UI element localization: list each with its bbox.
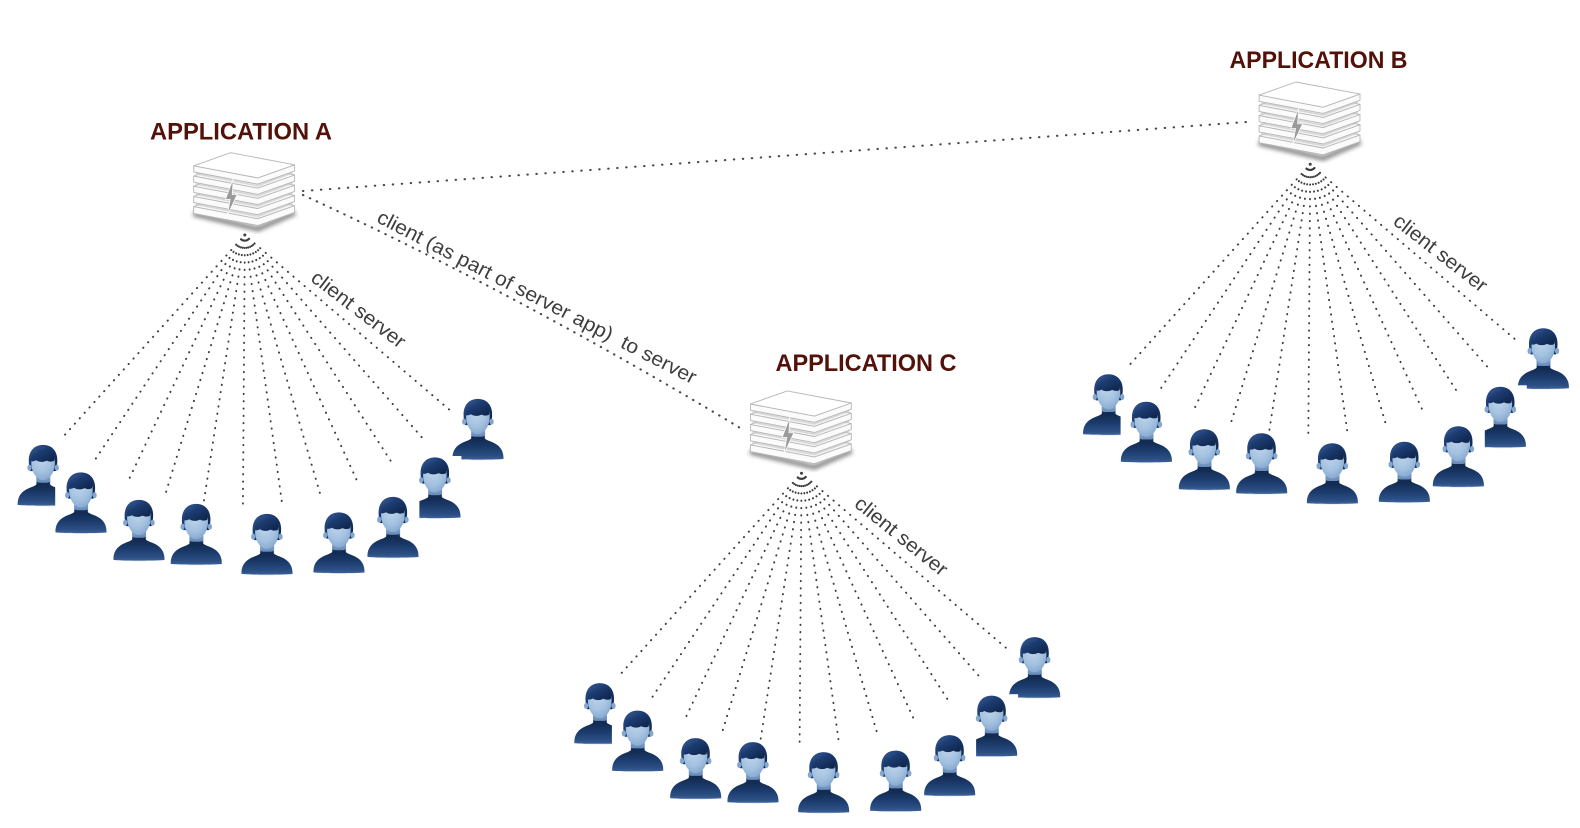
- svg-text:APPLICATION B: APPLICATION B: [1230, 47, 1408, 74]
- svg-text:APPLICATION C: APPLICATION C: [776, 350, 957, 377]
- svg-text:APPLICATION A: APPLICATION A: [150, 119, 332, 146]
